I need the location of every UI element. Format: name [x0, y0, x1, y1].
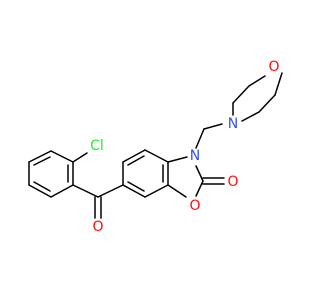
bond	[28, 184, 52, 198]
bond	[127, 181, 145, 192]
bond	[97, 184, 124, 198]
bond	[203, 123, 223, 130]
bond	[50, 184, 74, 198]
bond	[167, 156, 188, 163]
bond	[274, 72, 283, 96]
molecule-diagram: Cl O N N O O O	[28, 59, 283, 235]
morpholine-nitrogen-label: N	[228, 116, 238, 132]
structure-canvas: Cl O N N O O O	[28, 59, 283, 235]
bond	[33, 181, 51, 192]
bond-lines	[28, 72, 283, 219]
bond	[195, 180, 204, 197]
bond	[258, 94, 276, 113]
bond	[144, 184, 169, 198]
bond	[144, 149, 169, 163]
bond	[72, 152, 88, 163]
morpholine-oxygen-label: O	[268, 59, 279, 75]
bond	[122, 184, 146, 198]
bond	[33, 156, 51, 166]
ketone-oxygen-label: O	[92, 219, 103, 235]
bond	[28, 150, 52, 163]
bond	[232, 85, 250, 104]
ring-oxygen-label: O	[189, 198, 200, 214]
bond	[195, 165, 204, 182]
carbonyl-oxygen-label: O	[227, 174, 238, 190]
atom-labels: Cl O N N O O O	[90, 59, 279, 235]
bond	[50, 150, 74, 163]
bond	[241, 111, 260, 122]
bond	[167, 184, 187, 198]
bond	[127, 155, 145, 166]
bond	[195, 128, 205, 149]
bond	[248, 75, 266, 87]
chlorine-atom-label: Cl	[90, 138, 104, 154]
bond	[72, 184, 99, 198]
ring-nitrogen-label: N	[190, 148, 200, 164]
bond	[122, 149, 146, 163]
